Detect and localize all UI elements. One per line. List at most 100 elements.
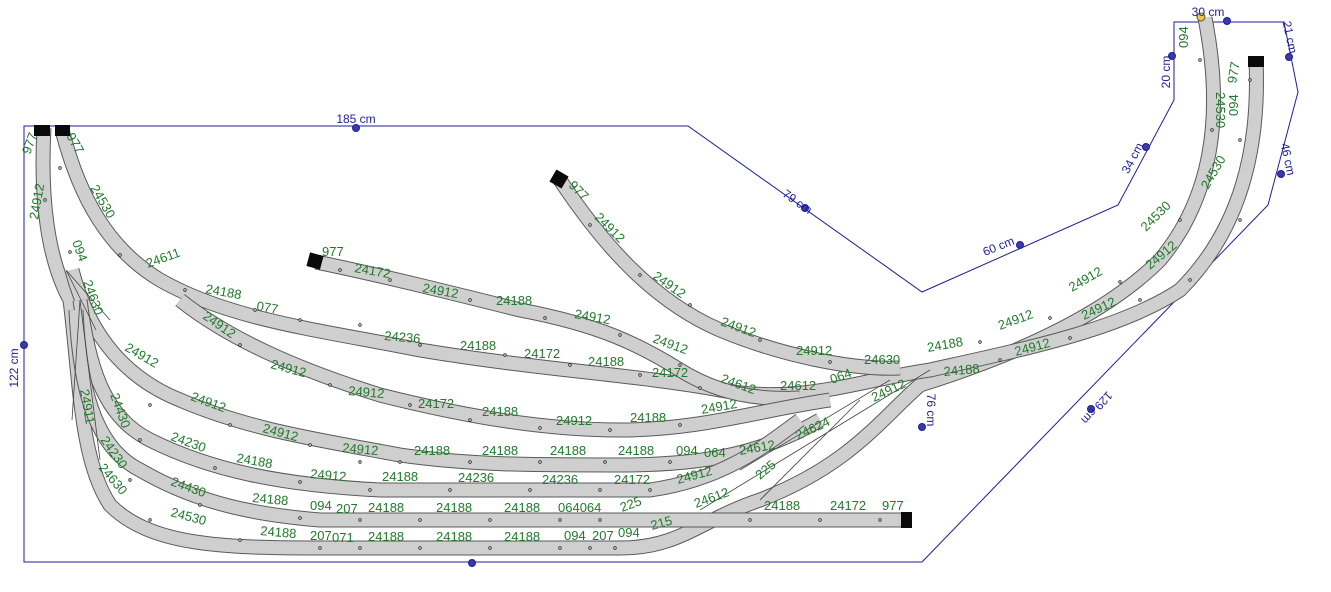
track-joint-marker (608, 428, 612, 432)
track-piece-label: 24188 (368, 529, 404, 544)
track-piece-label: 24188 (926, 334, 964, 355)
track-joint-marker (388, 278, 392, 282)
track-piece-label: 207 (592, 528, 614, 543)
track-piece-label: 24912 (348, 383, 385, 401)
track-piece-label: 24188 (504, 529, 540, 544)
track-joint-marker (398, 460, 402, 464)
track-piece-label: 24530 (1213, 92, 1228, 128)
track-joint-marker (558, 518, 562, 522)
track-joint-marker (503, 353, 507, 357)
track-joint-marker (978, 340, 982, 344)
track-piece-label: 24188 (260, 523, 297, 541)
track-joint-marker (358, 518, 362, 522)
dimension-pin[interactable] (1087, 405, 1095, 413)
track-joint-marker (68, 250, 72, 254)
dimension-label: 30 cm (1192, 5, 1225, 19)
track-piece-label: 24236 (542, 472, 578, 487)
dimension-pin[interactable] (20, 341, 28, 349)
track-joint-marker (613, 546, 617, 550)
track-piece-label: 207 (336, 501, 358, 516)
buffer-stop-1 (34, 125, 50, 136)
track-piece-label: 24172 (524, 346, 560, 361)
track-joint-marker (638, 273, 642, 277)
track-piece-label: 24188 (382, 469, 418, 484)
track-piece-label: 077 (255, 298, 279, 317)
track-joint-marker (198, 503, 202, 507)
track-piece-label: 207 (310, 528, 332, 543)
track-joint-marker (468, 298, 472, 302)
dimension-pin[interactable] (1285, 53, 1293, 61)
track-joint-marker (528, 488, 532, 492)
track-joint-marker (213, 466, 217, 470)
track-piece-label: 24188 (550, 443, 586, 458)
track-joint-marker (418, 518, 422, 522)
track-piece-label: 24188 (252, 490, 289, 508)
dimension-pin[interactable] (352, 124, 360, 132)
track-joint-marker (538, 426, 542, 430)
track-piece-label: 225 (618, 493, 644, 515)
dimension-pin[interactable] (1277, 170, 1285, 178)
track-joint-marker (358, 460, 362, 464)
track-piece-label: 24188 (482, 443, 518, 458)
track-joint-marker (748, 518, 752, 522)
track-joint-marker (408, 403, 412, 407)
track-joint-marker (618, 333, 622, 337)
track-joint-marker (358, 323, 362, 327)
track-joint-marker (488, 518, 492, 522)
dimension-pin[interactable] (1142, 143, 1150, 151)
track-piece-label: 24188 (504, 500, 540, 515)
track-piece-label: 24912 (342, 440, 379, 458)
track-piece-label: 24172 (830, 498, 866, 513)
dimension-pin[interactable] (801, 204, 809, 212)
track-piece-label: 24630 (864, 352, 900, 367)
track-piece-label: 24530 (1138, 198, 1174, 234)
buffer-stop-5 (901, 512, 912, 528)
track-piece-label: 24911 (77, 388, 98, 425)
track-piece-label: 24188 (204, 281, 242, 302)
dimension-pin[interactable] (1168, 52, 1176, 60)
track-joint-marker (1068, 336, 1072, 340)
track-joint-marker (128, 478, 132, 482)
track-joint-marker (468, 460, 472, 464)
track-piece-label: 24530 (169, 504, 208, 528)
track-joint-marker (603, 460, 607, 464)
track-piece-label: 094 (618, 525, 640, 540)
track-piece-label: 24188 (436, 529, 472, 544)
track-piece-label: 24612 (738, 437, 776, 458)
track-piece-label: 24188 (368, 500, 404, 515)
track-piece-label: 064 (704, 445, 726, 460)
track-piece-label: 094 (564, 528, 586, 543)
dimension-pin[interactable] (468, 559, 476, 567)
track-piece-label: 24912 (796, 343, 832, 358)
track-piece-label: 24188 (764, 498, 800, 513)
dimension-label: 79 cm (780, 187, 815, 217)
buffer-stop-3 (306, 252, 324, 270)
track-joint-marker (118, 253, 122, 257)
dimension-label: 76 cm (924, 394, 938, 427)
track-piece-label: 24188 (235, 450, 273, 471)
dimension-pin[interactable] (918, 423, 926, 431)
track-joint-marker (1188, 278, 1192, 282)
dimension-label: 60 cm (981, 234, 1017, 259)
track-piece-label: 977 (1224, 61, 1243, 85)
dimension-pin[interactable] (1016, 241, 1024, 249)
track-joint-marker (1238, 138, 1242, 142)
track-joint-marker (228, 423, 232, 427)
track-joint-marker (448, 488, 452, 492)
track-joint-marker (1048, 316, 1052, 320)
dimension-label: 122 cm (7, 348, 21, 387)
track-piece-label: 24912 (1066, 264, 1105, 295)
track-joint-marker (238, 538, 242, 542)
track-piece-label: 977 (322, 244, 344, 259)
dimension-label: 21 cm (1280, 20, 1300, 55)
track-joint-marker (58, 166, 62, 170)
track-piece-label: 24188 (943, 361, 980, 379)
track-piece-label: 071 (332, 530, 354, 545)
track-piece-label: 24236 (458, 470, 494, 485)
dimension-pin[interactable] (1223, 17, 1231, 25)
track-joint-marker (588, 546, 592, 550)
track-joint-marker (43, 198, 47, 202)
track-joint-marker (668, 460, 672, 464)
